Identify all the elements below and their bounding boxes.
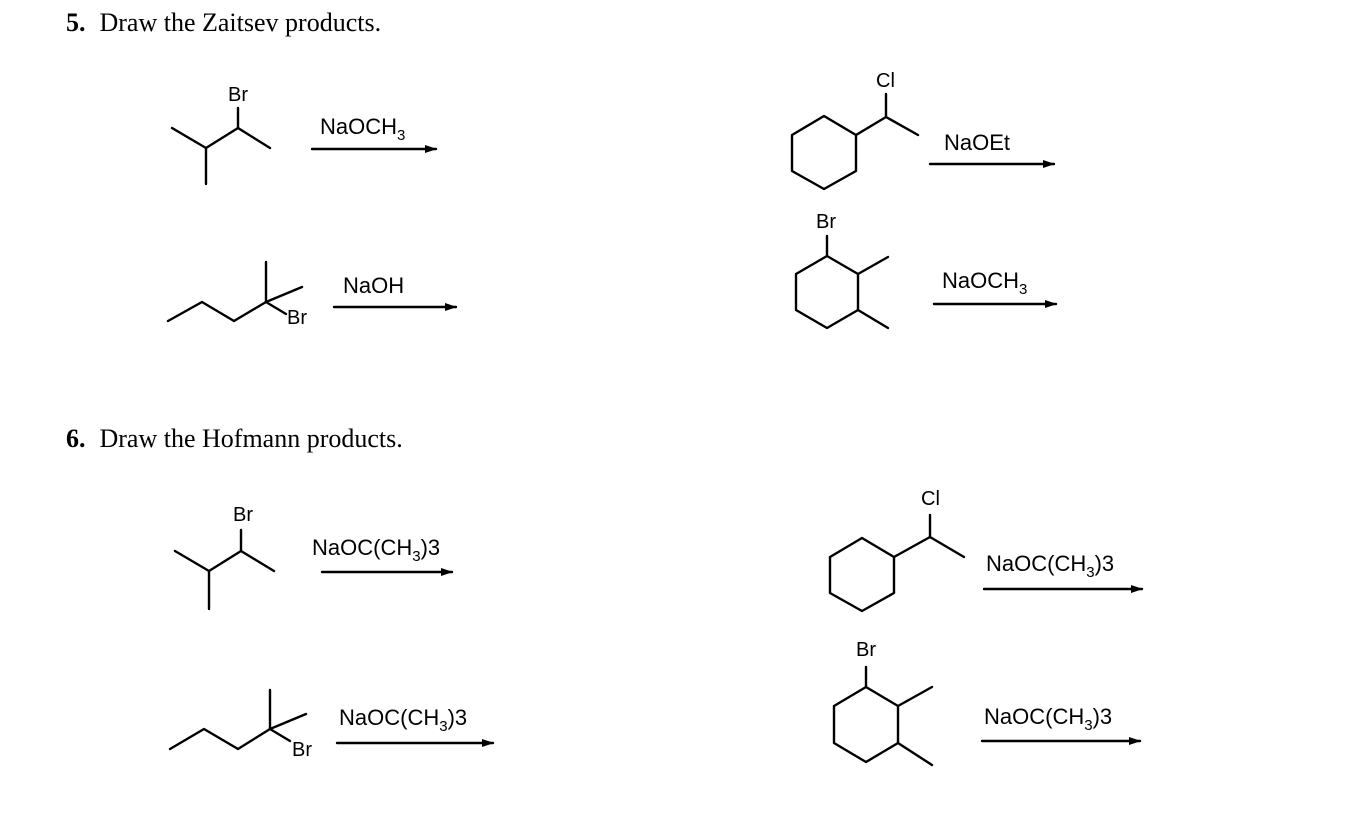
- atom-label-br: Br: [816, 211, 836, 233]
- reagent-6c: NaOC(CH3)3: [986, 551, 1115, 581]
- question-6-title: Draw the Hofmann products.: [99, 424, 403, 453]
- molecule-5c: [790, 92, 920, 191]
- atom-label-br: Br: [233, 504, 253, 526]
- question-6-number: 6.: [66, 424, 86, 453]
- atom-label-br: Br: [287, 307, 307, 329]
- atom-label-br: Br: [856, 639, 876, 661]
- question-5-number: 5.: [66, 8, 86, 37]
- reagent-6b: NaOC(CH3)3: [339, 705, 468, 735]
- question-5-heading: 5. Draw the Zaitsev products.: [66, 8, 381, 38]
- molecule-5a: [170, 106, 272, 186]
- reagent-5c: NaOEt: [944, 130, 1011, 155]
- molecule-6d: [832, 665, 934, 767]
- question-6-heading: 6. Draw the Hofmann products.: [66, 424, 403, 454]
- atom-label-cl: Cl: [876, 70, 895, 92]
- molecule-6a: [173, 528, 276, 611]
- molecule-6c: [828, 513, 966, 613]
- reagent-5a: NaOCH3: [320, 114, 406, 144]
- reagent-6d: NaOC(CH3)3: [984, 704, 1113, 734]
- molecule-5b: [166, 260, 304, 323]
- molecule-5d: [794, 234, 890, 330]
- reagent-6a: NaOC(CH3)3: [312, 535, 441, 565]
- atom-label-br: Br: [228, 84, 248, 106]
- reagent-5d: NaOCH3: [942, 268, 1028, 298]
- atom-label-cl: Cl: [921, 488, 940, 510]
- reagent-5b: NaOH: [343, 273, 405, 298]
- molecule-6b: [168, 688, 308, 751]
- atom-label-br: Br: [292, 739, 312, 761]
- question-5-title: Draw the Zaitsev products.: [99, 8, 382, 37]
